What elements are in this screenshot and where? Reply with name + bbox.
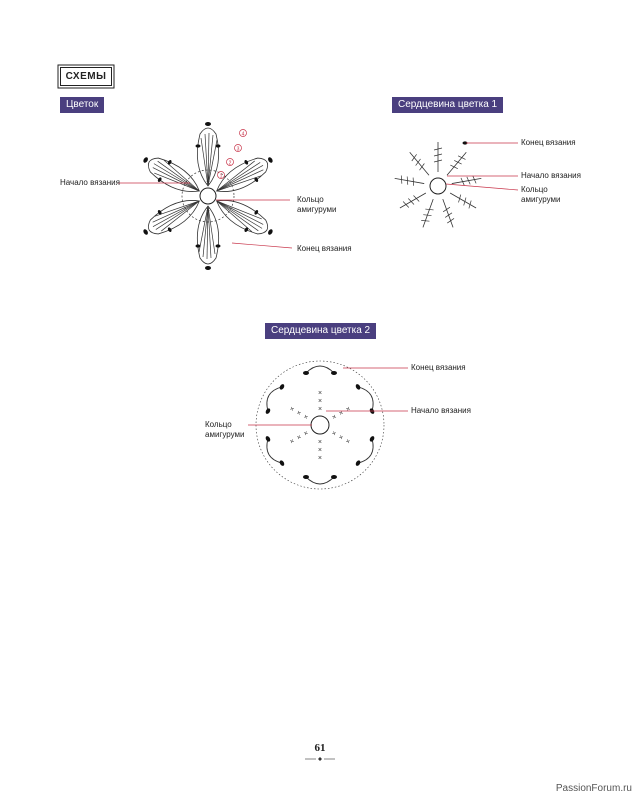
diagram-title-flower: Цветок	[60, 97, 105, 113]
center1-end-label: Конец вязания	[521, 138, 576, 147]
watermark: PassionForum.ru	[555, 783, 632, 794]
center1-ring-label: Кольцо амигуруми	[521, 185, 561, 204]
row-number-4: 4	[242, 132, 245, 138]
center1-start-label: Начало вязания	[521, 171, 581, 180]
section-title: СХЕМЫ	[60, 67, 112, 86]
diagram-title-center-2: Сердцевина цветка 2	[265, 323, 377, 339]
page-number: 61	[314, 742, 326, 754]
row-number-1: 1	[220, 174, 223, 180]
svg-text:×: ×	[206, 180, 210, 187]
row-number-2: 2	[229, 161, 232, 167]
center2-start-label: Начало вязания	[411, 406, 471, 415]
ornament-icon	[305, 757, 335, 761]
svg-text:×: ×	[206, 207, 210, 214]
flower-start-label: Начало вязания	[60, 178, 120, 187]
flower-end-label: Конец вязания	[297, 244, 352, 253]
flower-ring-label: Кольцо амигуруми	[297, 195, 337, 214]
center2-end-label: Конец вязания	[411, 363, 466, 372]
diagram-title-center-1: Сердцевина цветка 1	[392, 97, 504, 113]
center-1-diagram	[393, 141, 519, 230]
center2-ring-label: Кольцо амигуруми	[205, 420, 245, 439]
row-number-3: 3	[237, 147, 240, 153]
center-2-diagram	[248, 360, 408, 490]
flower-diagram: × × 1 2 3 4	[118, 121, 293, 271]
